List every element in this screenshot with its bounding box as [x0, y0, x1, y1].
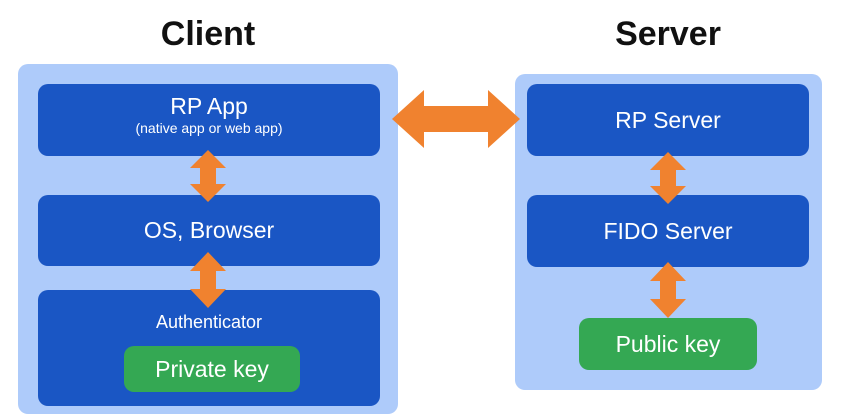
- rp-server-box: RP Server: [527, 84, 809, 156]
- client-heading: Client: [160, 15, 256, 53]
- fido-publickey-arrow: [650, 262, 686, 318]
- fido-server-box: FIDO Server: [527, 195, 809, 267]
- rp-app-label: RP App: [170, 93, 248, 119]
- os-browser-label: OS, Browser: [143, 217, 275, 243]
- rp-app-box: RP App (native app or web app): [38, 84, 380, 156]
- rp-app-sublabel: (native app or web app): [135, 120, 283, 136]
- private-key-box: Private key: [124, 346, 300, 392]
- server-panel: RP Server FIDO Server Public key: [515, 74, 822, 390]
- fido-server-label: FIDO Server: [603, 218, 733, 244]
- rp-server-label: RP Server: [615, 107, 721, 133]
- rp-server-fido-arrow: [650, 152, 686, 204]
- rp-app-os-arrow: [190, 150, 226, 202]
- public-key-box: Public key: [579, 318, 757, 370]
- authenticator-label: Authenticator: [155, 312, 263, 332]
- server-heading: Server: [615, 15, 721, 53]
- client-server-arrow: [392, 90, 520, 148]
- client-panel: RP App (native app or web app) OS, Brows…: [18, 64, 398, 414]
- os-authenticator-arrow: [190, 252, 226, 308]
